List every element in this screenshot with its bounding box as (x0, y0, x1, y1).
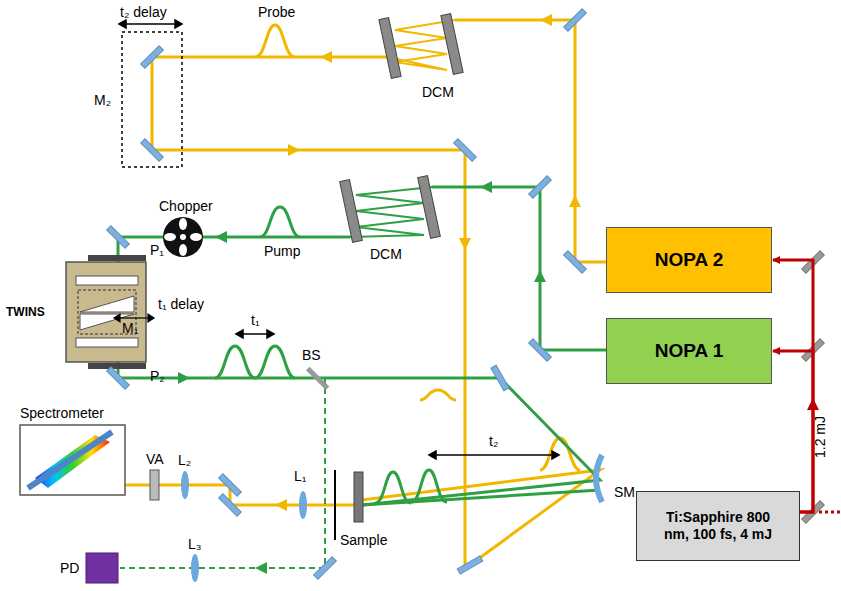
part-label: DCM (368, 246, 404, 262)
laser-beam (773, 260, 813, 512)
nopa-box: NOPA 2 (606, 227, 772, 293)
node-text: Ti:Sapphire 800 nm, 100 fs, 4 mJ (658, 509, 778, 543)
part-label: PD (58, 560, 81, 576)
part-label: t₁ (249, 312, 262, 328)
part-label: t₂ delay (118, 4, 169, 20)
part-label: P₁ (148, 242, 166, 258)
part-label: L₂ (176, 452, 193, 468)
part-label: L₁ (292, 468, 309, 484)
part-label: t₂ (487, 433, 500, 449)
part-label: Pump (262, 243, 303, 259)
part-label: SM (612, 484, 637, 500)
laser-box: Ti:Sapphire 800 nm, 100 fs, 4 mJ (636, 491, 800, 561)
part-label: M₂ (92, 92, 113, 108)
part-label: P₂ (148, 368, 167, 384)
part-label: BS (300, 347, 323, 363)
part-label: L₃ (186, 536, 204, 552)
laser-beam (773, 351, 813, 512)
node-text: NOPA 1 (655, 340, 724, 363)
part-label: Spectrometer (18, 405, 106, 421)
node-text: NOPA 2 (655, 249, 724, 272)
node-text: TWINS (6, 305, 45, 319)
twins-label-node: TWINS (6, 280, 64, 344)
part-label: M₁ (120, 320, 140, 336)
nopa-box: NOPA 1 (606, 318, 772, 384)
part-label: Sample (338, 532, 389, 548)
part-label: Probe (256, 4, 297, 20)
part-label: Chopper (157, 198, 215, 214)
part-label: DCM (420, 84, 456, 100)
part-label: 1.2 mJ (812, 414, 828, 460)
part-label: VA (144, 451, 166, 467)
part-label: t₁ delay (156, 296, 206, 312)
